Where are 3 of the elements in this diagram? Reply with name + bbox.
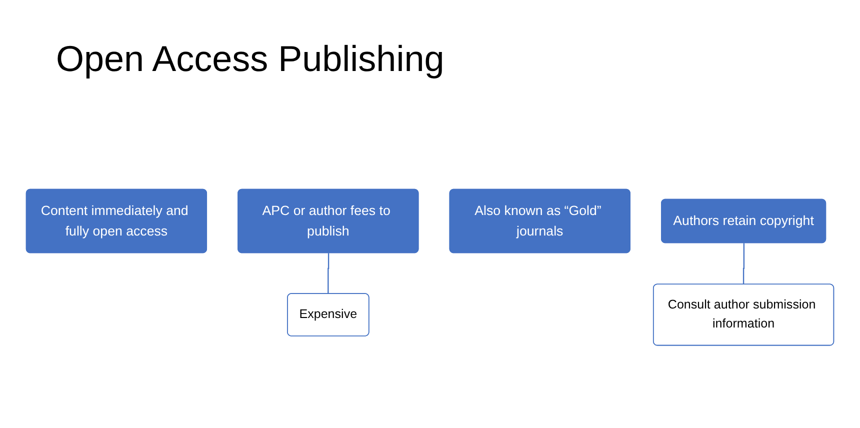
connector <box>742 243 745 286</box>
connector <box>328 253 330 295</box>
slide-title: Open Access Publishing <box>56 38 444 80</box>
